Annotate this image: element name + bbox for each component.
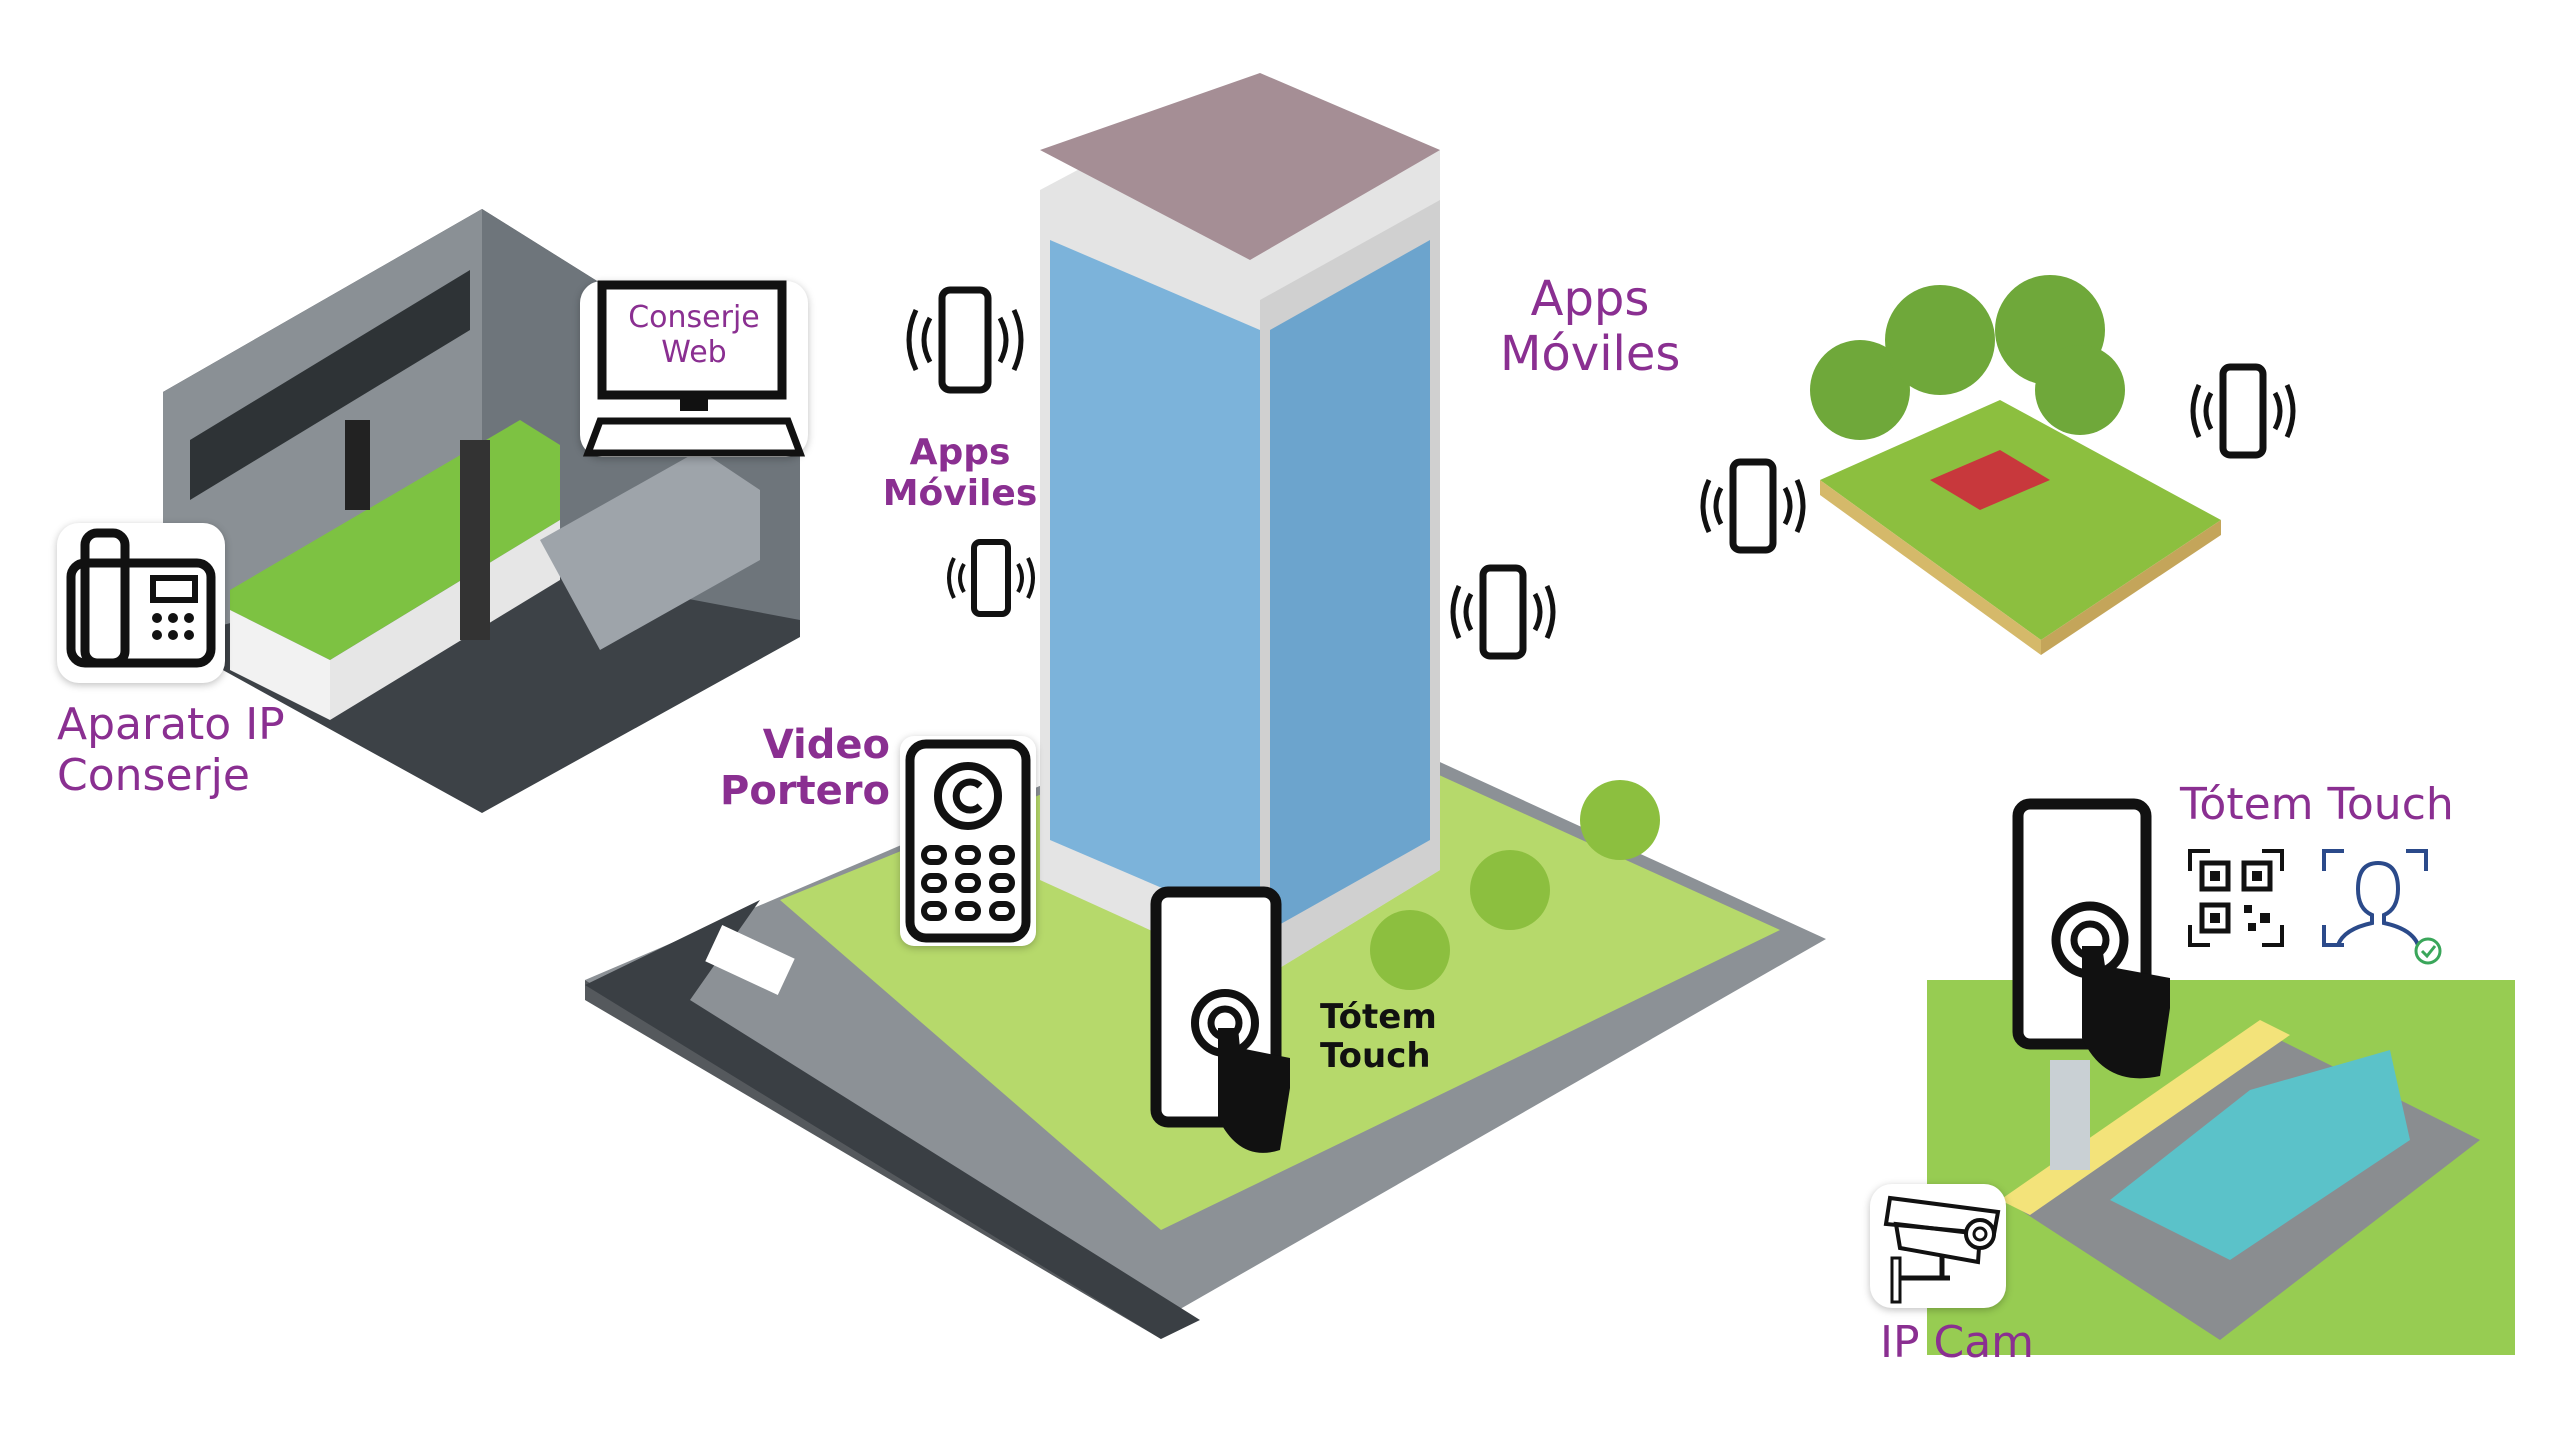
qr-code-icon [2188,849,2284,947]
hand-pointer-icon [2082,946,2170,1079]
building-windows-left [1050,240,1260,930]
car [2110,1050,2410,1260]
video-portero-label-2: Portero [720,768,890,814]
building-windows-right [1270,240,1430,930]
video-portero-label-1: Video [762,722,890,768]
ip-cam-label: IP Cam [1880,1317,2035,1368]
totem-center-label-2: Touch [1320,1036,1431,1077]
road [585,900,1200,1339]
receptionist-figure [345,420,370,510]
parking-totem [2050,1060,2090,1170]
aparato-ip-label-2: Conserje [57,749,250,801]
waiting-chairs [540,450,760,650]
conserje-web-card: Conserje Web [580,280,808,457]
touch-totem-icon [1150,886,1290,1153]
conserje-web-label-1: Conserje [628,300,760,335]
picnic-blanket [1930,450,2050,510]
mobile-phone-icon [2190,363,2296,459]
apps-moviles-right-label-2: Móviles [1500,326,1681,383]
building-roof [1040,73,1440,260]
van [705,924,795,996]
touch-totem-icon [2012,798,2170,1079]
apps-moviles-right-label-1: Apps [1530,271,1650,327]
computer-icon [582,280,806,457]
ip-phone-card [57,523,225,683]
apps-moviles-left-label-2: Móviles [882,473,1038,515]
totem-right-label: Tótem Touch [2180,779,2454,830]
visitor-figure [460,440,490,640]
security-camera-icon [1883,1195,2001,1304]
mobile-phone-icon [906,286,1024,394]
mobile-phone-icon [1450,564,1556,660]
desk-phone-icon [66,528,216,668]
hand-pointer-icon [1218,1028,1290,1153]
mobile-phone-icon [947,539,1035,617]
totem-center-label-1: Tótem [1320,997,1437,1037]
face-recognition-icon [2322,849,2442,965]
conserje-web-label-2: Web [661,334,727,370]
apps-moviles-left-label-1: Apps [909,432,1011,473]
aparato-ip-label-1: Aparato IP [57,699,285,750]
intercom-icon [905,739,1031,943]
ip-cam-card [1870,1184,2006,1308]
video-portero-card [900,736,1036,946]
mobile-phone-icon [1700,458,1806,554]
